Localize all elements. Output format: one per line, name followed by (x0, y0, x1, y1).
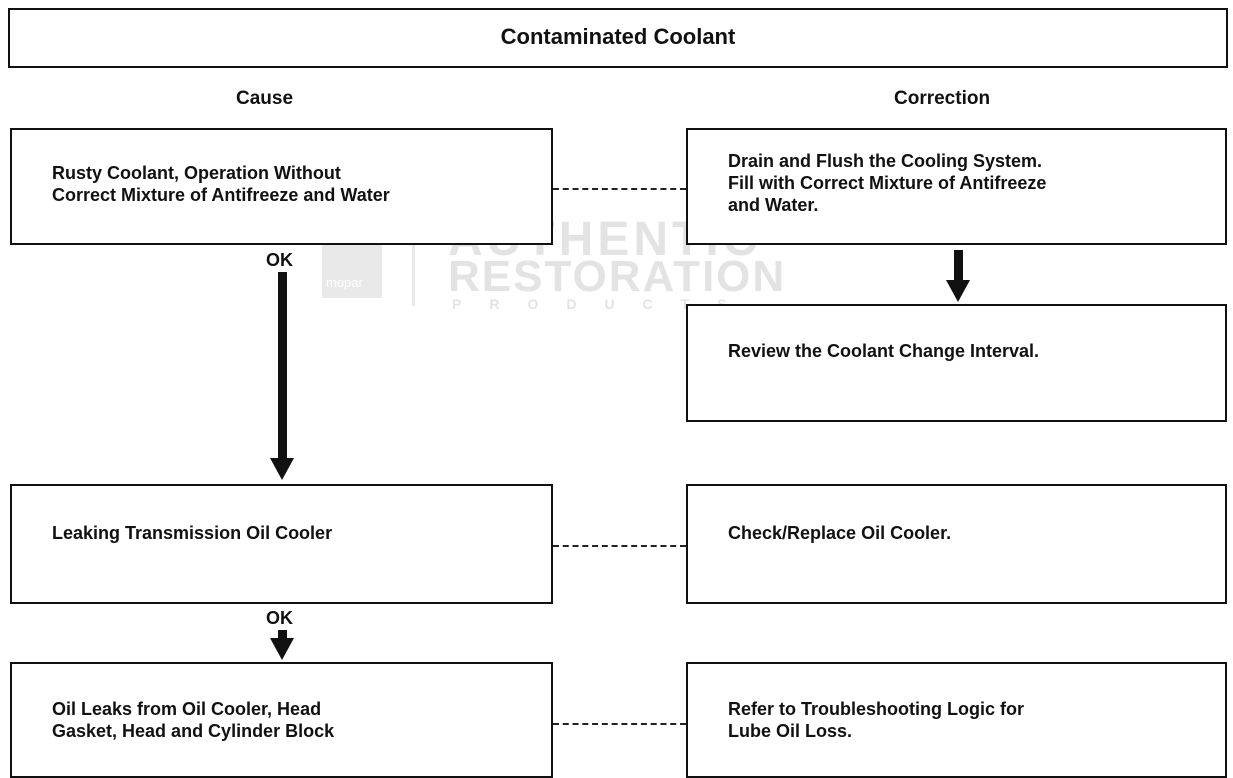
cause-header: Cause (236, 88, 294, 109)
correction-box-3: Check/Replace Oil Cooler. (686, 484, 1227, 604)
arrowhead-cause-1-to-2 (270, 458, 294, 480)
cause-box-2: Leaking Transmission Oil Cooler (10, 484, 553, 604)
arrowhead-cause-2-to-3 (270, 638, 294, 660)
cause-box-1: Rusty Coolant, Operation Without Correct… (10, 128, 553, 245)
watermark-line3: PRODUCTS (452, 296, 755, 312)
arrow-shaft-cause-2-to-3 (278, 630, 287, 640)
title-box: Contaminated Coolant (8, 8, 1228, 68)
ok-label-1: OK (266, 250, 293, 270)
watermark-divider (412, 228, 415, 306)
cause-text-3: Oil Leaks from Oil Cooler, Head Gasket, … (52, 699, 335, 741)
correction-header: Correction (894, 88, 991, 109)
watermark-brand: mopar (326, 275, 363, 290)
cause-box-3: Oil Leaks from Oil Cooler, Head Gasket, … (10, 662, 553, 778)
correction-box-2: Review the Coolant Change Interval. (686, 304, 1227, 422)
dashed-connector-3 (553, 723, 686, 725)
page-title: Contaminated Coolant (500, 24, 736, 49)
correction-text-1: Drain and Flush the Cooling System. Fill… (728, 151, 1047, 215)
correction-text-3: Check/Replace Oil Cooler. (728, 523, 952, 543)
correction-box-1: Drain and Flush the Cooling System. Fill… (686, 128, 1227, 245)
watermark-line2: RESTORATION (448, 252, 787, 301)
correction-text-4: Refer to Troubleshooting Logic for Lube … (728, 699, 1024, 741)
correction-box-4: Refer to Troubleshooting Logic for Lube … (686, 662, 1227, 778)
arrow-shaft-correction-1-to-2 (954, 250, 963, 282)
arrow-shaft-cause-1-to-2 (278, 272, 287, 458)
ok-label-2: OK (266, 608, 293, 628)
arrowhead-correction-1-to-2 (946, 280, 970, 302)
cause-text-1: Rusty Coolant, Operation Without Correct… (52, 163, 390, 205)
dashed-connector-1 (553, 188, 686, 190)
correction-text-2: Review the Coolant Change Interval. (728, 341, 1040, 361)
dashed-connector-2 (553, 545, 686, 547)
cause-text-2: Leaking Transmission Oil Cooler (52, 523, 333, 543)
